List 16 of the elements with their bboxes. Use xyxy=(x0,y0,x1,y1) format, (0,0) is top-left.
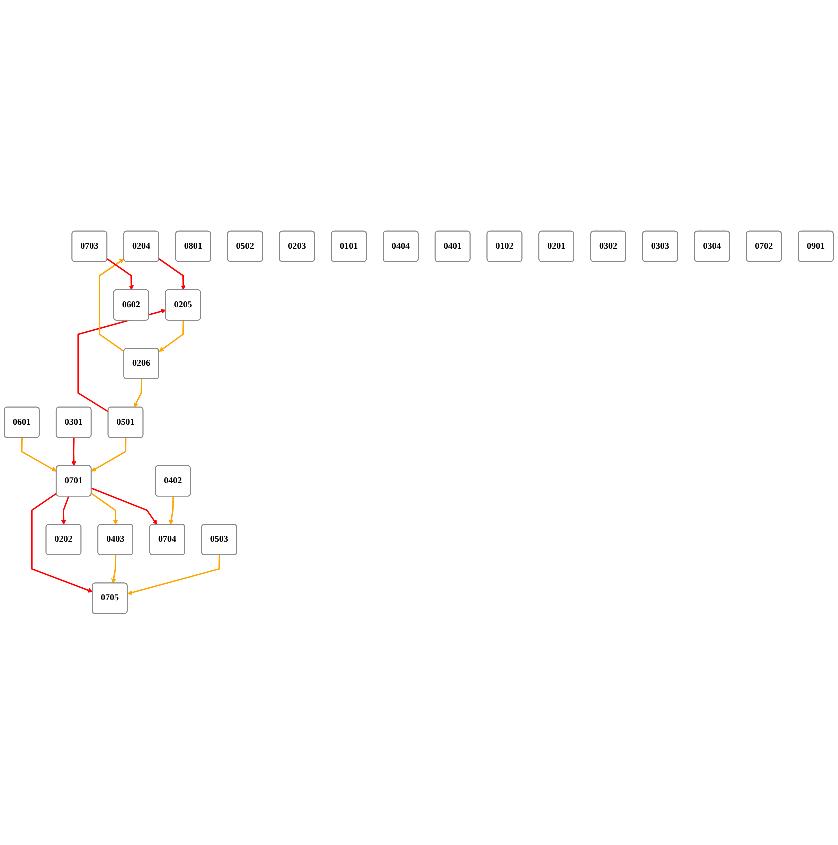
arrow xyxy=(91,493,118,526)
arrow xyxy=(107,258,134,290)
arrow xyxy=(61,496,70,526)
arrow xyxy=(72,438,77,466)
arrow xyxy=(91,488,158,526)
arrow xyxy=(91,438,127,472)
arrow xyxy=(169,496,174,526)
arrow xyxy=(78,309,166,413)
arrow xyxy=(158,258,186,290)
arrow xyxy=(99,258,125,352)
arrow xyxy=(111,555,117,584)
arrow xyxy=(128,555,220,596)
arrow xyxy=(31,493,93,593)
arrow xyxy=(21,438,57,472)
arrow xyxy=(134,379,143,408)
arrow xyxy=(159,320,184,352)
